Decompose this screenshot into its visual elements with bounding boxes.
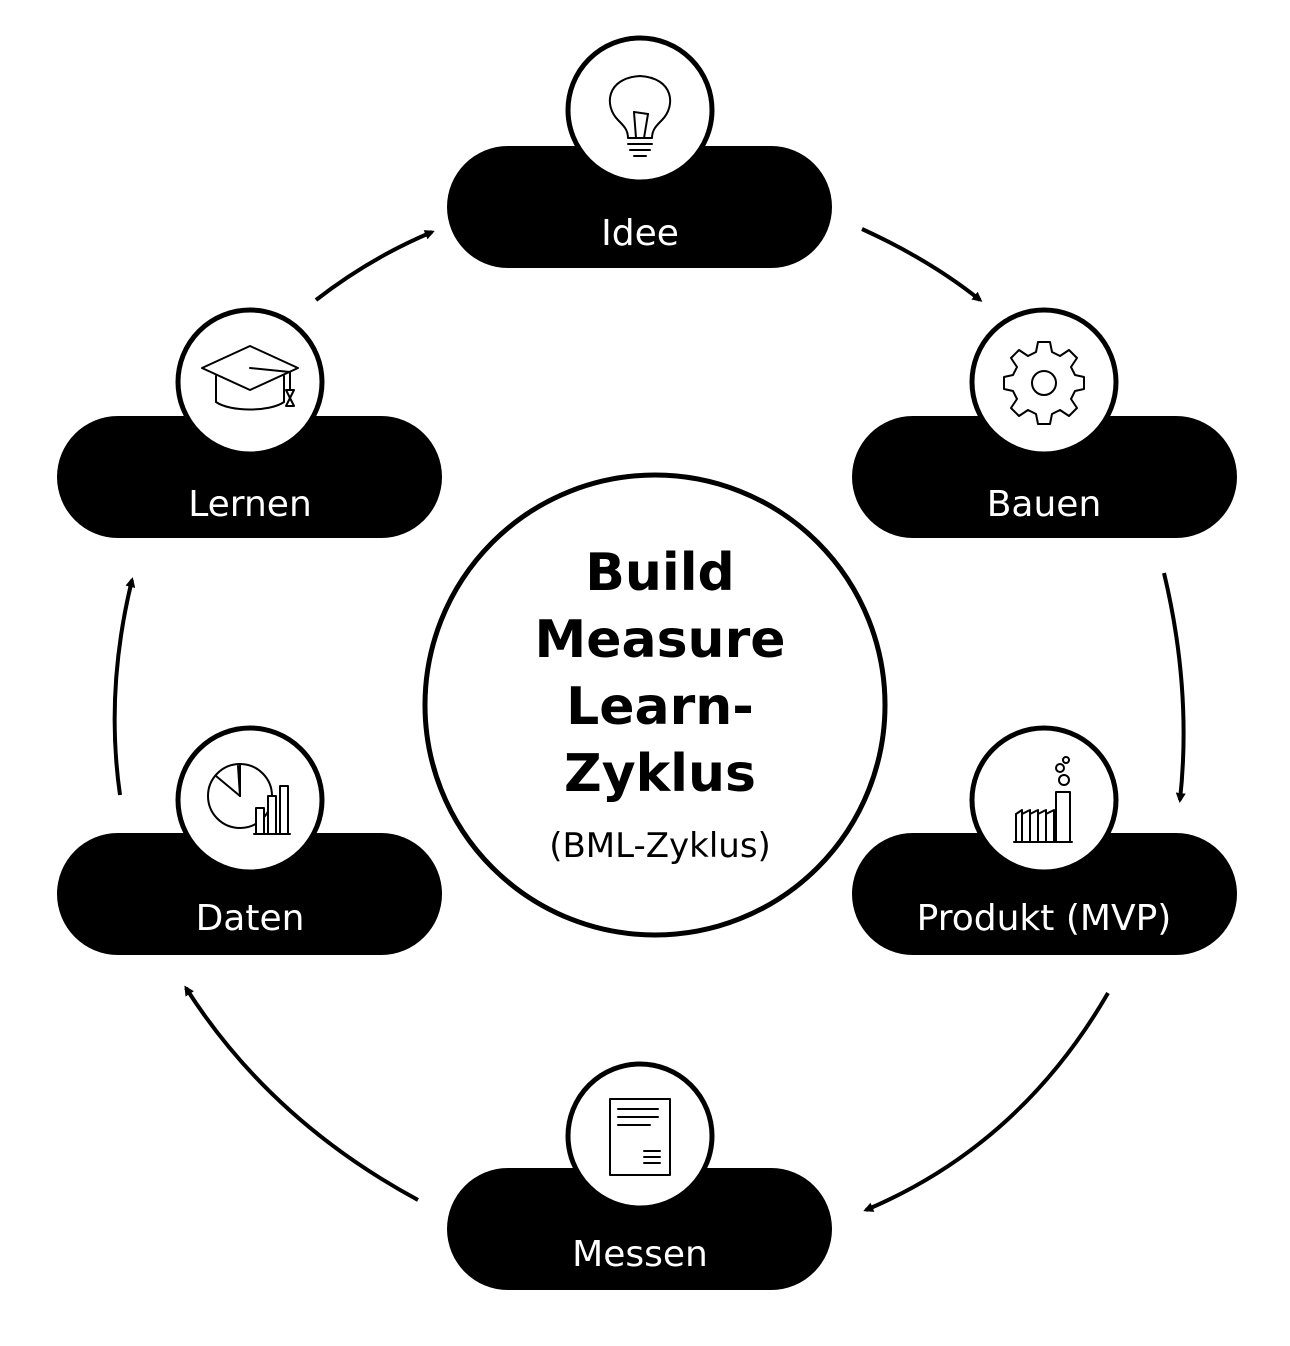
step-produkt: Produkt (MVP) — [852, 725, 1237, 955]
arrow-lernen-to-idee — [314, 230, 435, 302]
step-label-produkt: Produkt (MVP) — [917, 898, 1172, 939]
center-subtitle: (BML-Zyklus) — [549, 826, 771, 866]
center-title-line-3: Learn- — [566, 677, 754, 737]
step-label-bauen: Bauen — [987, 484, 1102, 525]
arrow-daten-to-lernen — [112, 577, 136, 796]
step-bauen: Bauen — [852, 307, 1237, 538]
center-hub: Build Measure Learn- Zyklus (BML-Zyklus) — [422, 472, 888, 938]
arrow-produkt-to-messen — [863, 991, 1110, 1212]
arrow-messen-to-daten — [184, 985, 419, 1202]
center-title-line-4: Zyklus — [564, 744, 756, 804]
step-messen: Messen — [447, 1061, 832, 1290]
step-lernen: Lernen — [57, 307, 442, 538]
document-icon — [609, 1098, 671, 1176]
step-label-daten: Daten — [196, 898, 305, 939]
arrow-bauen-to-produkt — [1162, 572, 1186, 803]
center-title-line-2: Measure — [535, 610, 786, 670]
step-label-messen: Messen — [572, 1234, 708, 1275]
graduation-cap-icon — [201, 345, 299, 411]
center-title-line-1: Build — [585, 543, 735, 603]
lightbulb-icon — [608, 75, 672, 157]
gear-icon — [1003, 341, 1085, 425]
cycle-arrows — [112, 227, 1186, 1212]
step-idee: Idee — [447, 35, 832, 268]
step-label-idee: Idee — [601, 213, 679, 254]
arrow-idee-to-bauen — [861, 227, 983, 302]
step-label-lernen: Lernen — [188, 484, 312, 525]
pie-bar-chart-icon — [207, 763, 291, 835]
step-daten: Daten — [57, 725, 442, 955]
factory-icon — [1013, 756, 1073, 843]
